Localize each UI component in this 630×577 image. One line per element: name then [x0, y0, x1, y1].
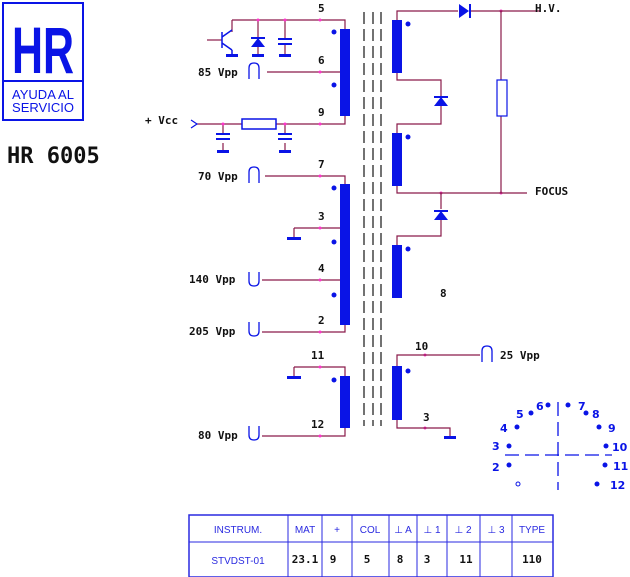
pulse-positive-icon [481, 345, 493, 362]
table-cell-instrum: STVDST-01 [211, 556, 265, 567]
secondary-wiring [396, 10, 540, 436]
pinout-label-4: 4 [500, 422, 508, 435]
table-cell-col: 5 [364, 553, 371, 566]
v140-label: 140 Vpp [189, 273, 236, 286]
pulse-negative-icon [248, 272, 260, 287]
pin-4-label: 4 [318, 262, 325, 275]
pinout-diagram: 2 3 4 5 6 7 8 9 10 11 12 [492, 400, 628, 492]
cascade-diode-icon [434, 211, 448, 220]
spec-table: INSTRUM. MAT + COL ⊥ A ⊥ 1 ⊥ 2 ⊥ 3 TYPE … [188, 514, 554, 577]
coil-hv-3 [392, 245, 402, 298]
pin-2-label: 2 [318, 314, 325, 327]
pin-6-label: 6 [318, 54, 325, 67]
table-header-plus: + [334, 525, 340, 536]
pulse-positive-icon [248, 166, 260, 183]
model-title: HR 6005 [7, 144, 100, 169]
pinout-label-8: 8 [592, 408, 600, 421]
table-header-type: TYPE [519, 525, 545, 536]
polarity-dots [331, 21, 411, 383]
coil-primary-1 [340, 29, 350, 116]
v70-label: 70 Vpp [198, 170, 238, 183]
table-header-gnd-3: ⊥ 3 [487, 525, 504, 536]
v25-label: 25 Vpp [500, 349, 540, 362]
ground-symbols [287, 237, 456, 439]
table-cell-gnd-2: 11 [459, 553, 473, 566]
resistor-icon [241, 118, 277, 130]
damper-diode-icon [251, 37, 265, 57]
pulse-negative-icon [248, 322, 260, 337]
pin-3-label: 3 [318, 210, 325, 223]
table-cell-type: 110 [522, 553, 542, 566]
coil-hv-1 [392, 20, 402, 73]
table-header-gnd-2: ⊥ 2 [454, 525, 471, 536]
pulse-positive-icon [248, 62, 260, 79]
coil-primary-3 [340, 376, 350, 428]
pin-7-label: 7 [318, 158, 325, 171]
pinout-label-6: 6 [536, 400, 544, 413]
pin-5-label: 5 [318, 2, 325, 15]
pulse-negative-icon [248, 426, 260, 441]
bleeder-resistor-icon [496, 79, 508, 117]
table-cell-mat: 23.1 [292, 553, 319, 566]
coil-primary-2 [340, 184, 350, 325]
pin-12-label: 12 [311, 418, 324, 431]
pinout-label-3: 3 [492, 440, 500, 453]
logo-line2: SERVICIO [12, 100, 74, 115]
table-header-col: COL [360, 525, 381, 536]
table-header-mat: MAT [295, 525, 315, 536]
vcc-label: + Vcc [145, 114, 178, 127]
pin-8-label: 8 [440, 287, 447, 300]
transformer-core [363, 12, 382, 426]
secondary-pin-3-label: 3 [423, 411, 430, 424]
table-header-instrum: INSTRUM. [214, 525, 262, 536]
coil-hv-2 [392, 133, 402, 186]
v205-label: 205 Vpp [189, 325, 236, 338]
table-header-gnd-a: ⊥ A [394, 525, 412, 536]
pin-10-label: 10 [415, 340, 428, 353]
v85-label: 85 Vpp [198, 66, 238, 79]
cascade-diode-icon [434, 97, 448, 106]
junction-dots [221, 9, 503, 438]
logo-mark: HR [12, 13, 74, 87]
pinout-label-11: 11 [613, 460, 628, 473]
capacitor-icon [278, 38, 292, 57]
pinout-label-5: 5 [516, 408, 524, 421]
logo: HR AYUDA AL SERVICIO [2, 2, 84, 121]
transistor-icon [221, 29, 238, 57]
table-cell-gnd-a: 8 [397, 553, 404, 566]
table-cell-gnd-1: 3 [424, 553, 431, 566]
table-header-gnd-1: ⊥ 1 [423, 525, 440, 536]
v80-label: 80 Vpp [198, 429, 238, 442]
coil-heater [392, 366, 402, 420]
pinout-label-2: 2 [492, 461, 500, 474]
pinout-label-10: 10 [612, 441, 628, 454]
hv-label: H.V. [535, 2, 562, 15]
pinout-label-12: 12 [610, 479, 625, 492]
pin-11-label: 11 [311, 349, 325, 362]
pinout-label-7: 7 [578, 400, 586, 413]
pinout-label-9: 9 [608, 422, 616, 435]
vcc-input-arrow-icon [190, 119, 199, 129]
filter-capacitors-icon [216, 133, 292, 153]
focus-label: FOCUS [535, 185, 568, 198]
pin-9-label: 9 [318, 106, 325, 119]
table-cell-plus: 9 [330, 553, 337, 566]
primary-wiring [197, 19, 346, 437]
logo-line1: AYUDA AL [12, 87, 74, 102]
hv-diode-icon [459, 4, 469, 18]
